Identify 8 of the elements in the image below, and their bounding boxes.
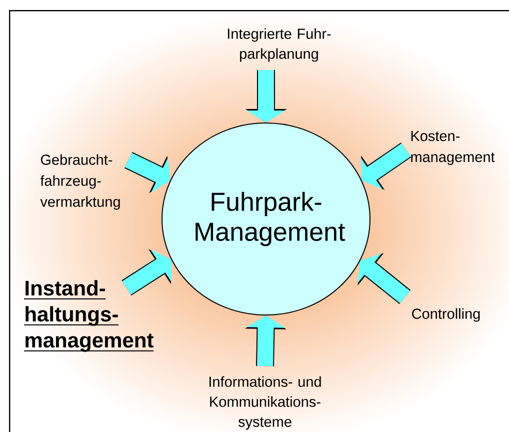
topic-label: Controlling <box>412 308 480 322</box>
topic-label: Kosten- management <box>411 131 495 165</box>
block-arrow <box>122 249 172 296</box>
highlighted-topic-label: Instand- haltungs- management <box>24 280 154 352</box>
topic-label: Gebraucht- fahrzeug- vermarktung <box>40 154 120 210</box>
topic-label: Informations- und Kommunikations- systeme <box>210 376 321 430</box>
topic-label: Integrierte Fuhr- parkplanung <box>228 28 331 62</box>
block-arrow <box>360 142 412 190</box>
